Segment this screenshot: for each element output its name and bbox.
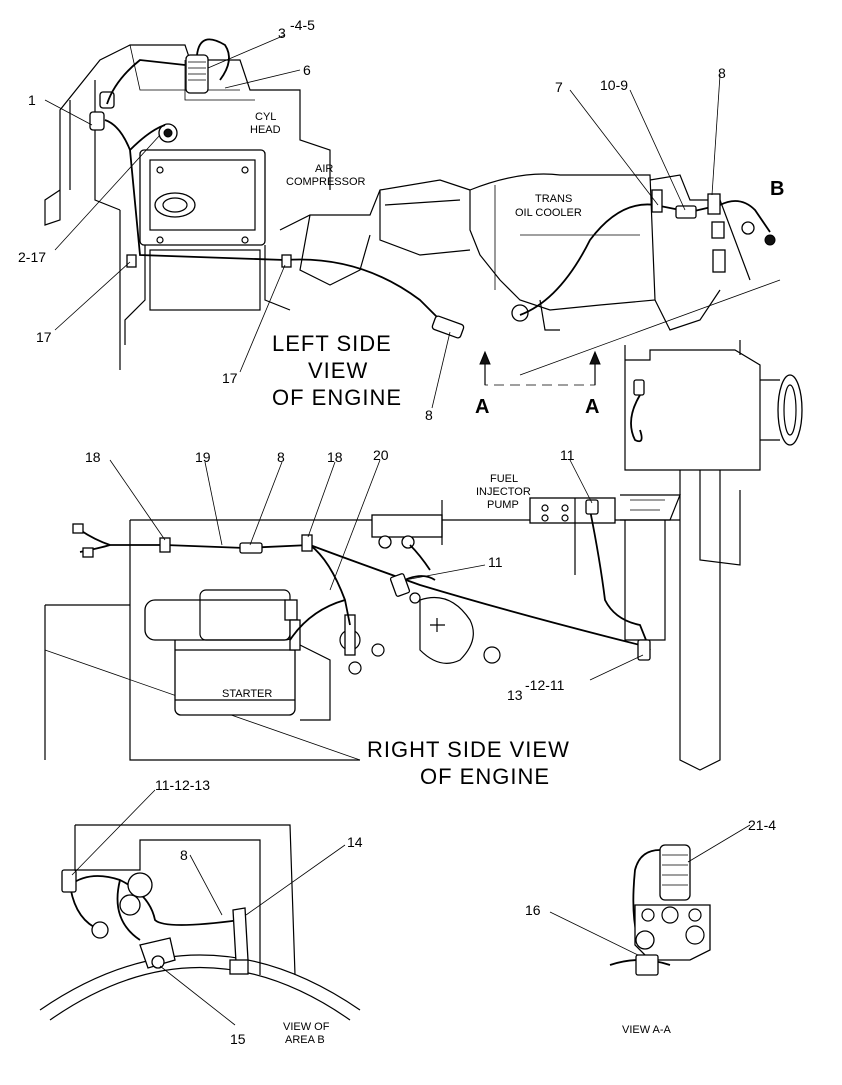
label-marker-b: B (770, 178, 784, 200)
callout-18-b: 18 (327, 449, 343, 465)
callout-11-b: 11 (488, 554, 503, 570)
right-side-view (44, 494, 681, 761)
callout-16: 16 (525, 902, 541, 918)
title-area-b-1: VIEW OF (283, 1021, 330, 1033)
label-head: HEAD (250, 124, 281, 136)
title-left-side-1: LEFT SIDE (272, 331, 392, 356)
connector-8-right (239, 542, 263, 554)
view-titles: LEFT SIDE VIEW OF ENGINE RIGHT SIDE VIEW… (272, 331, 672, 1046)
callout-3-suffix: -4-5 (290, 17, 315, 33)
label-starter: STARTER (222, 688, 272, 700)
view-area-b (39, 824, 361, 1021)
mag-pickup-14 (232, 907, 249, 963)
title-view-a-a: VIEW A-A (622, 1024, 672, 1036)
callout-18-a: 18 (85, 449, 101, 465)
sender-16 (635, 954, 659, 976)
callout-3: 3 (278, 25, 286, 41)
connector-left-end-a (72, 523, 84, 534)
callout-17-b: 17 (222, 370, 238, 386)
label-fuel: FUEL (490, 473, 518, 485)
leader-lines (44, 34, 751, 1026)
callout-numbers: 1 3 -4-5 6 2-17 17 17 8 7 10-9 8 18 19 8… (18, 17, 776, 1047)
left-side-view (44, 38, 781, 386)
callout-21-4: 21-4 (748, 817, 776, 833)
callout-8-a: 8 (425, 407, 433, 423)
bracket-15 (139, 937, 176, 969)
trans-oil-cooler (469, 173, 656, 311)
callout-7: 7 (555, 79, 563, 95)
callout-6: 6 (303, 62, 311, 78)
sensor-10-9 (675, 205, 697, 219)
label-air: AIR (315, 163, 333, 175)
callout-20: 20 (373, 447, 389, 463)
callout-13-suffix: -12-11 (525, 677, 565, 693)
sensor-13-12-11 (637, 639, 651, 661)
title-left-side-2: VIEW (308, 358, 368, 383)
callout-8-b: 8 (718, 65, 726, 81)
callout-11-a: 11 (560, 447, 575, 463)
callout-11-12-13: 11-12-13 (155, 777, 210, 793)
title-right-side-2: OF ENGINE (420, 764, 550, 789)
view-a-a (609, 844, 711, 976)
label-cyl: CYL (255, 111, 276, 123)
callout-13: 13 (507, 687, 523, 703)
callout-8-d: 8 (180, 847, 188, 863)
sensor-11-b (585, 499, 599, 515)
title-left-side-3: OF ENGINE (272, 385, 402, 410)
connector-8-left (431, 315, 465, 339)
switch-21-4 (659, 844, 691, 901)
clip-17-a (126, 254, 137, 268)
clip-18-b (301, 534, 313, 552)
label-injector: INJECTOR (476, 486, 531, 498)
harness-right (79, 529, 641, 646)
callout-15: 15 (230, 1031, 246, 1047)
callout-10-9: 10-9 (600, 77, 628, 93)
callout-1: 1 (28, 92, 36, 108)
callout-19: 19 (195, 449, 211, 465)
connector-left-end-b (82, 547, 94, 558)
sensor-1 (89, 111, 105, 131)
label-pump: PUMP (487, 499, 519, 511)
label-section-a-right: A (585, 396, 599, 418)
label-oil-cooler: OIL COOLER (515, 207, 582, 219)
harness-left (104, 59, 446, 326)
clip-18-a (159, 537, 171, 553)
callout-8-c: 8 (277, 449, 285, 465)
label-section-a-left: A (475, 396, 489, 418)
label-compressor: COMPRESSOR (286, 176, 366, 188)
title-right-side-1: RIGHT SIDE VIEW (367, 737, 570, 762)
callout-17-a: 17 (36, 329, 52, 345)
clip-17-b (281, 254, 292, 268)
title-area-b-2: AREA B (285, 1034, 325, 1046)
air-compressor (139, 149, 266, 246)
callout-14: 14 (347, 834, 363, 850)
label-trans: TRANS (535, 193, 572, 205)
callout-2-17: 2-17 (18, 249, 46, 265)
sensor-11-a (389, 573, 411, 597)
starter (174, 634, 296, 716)
front-components (624, 340, 803, 771)
component-labels: CYL HEAD AIR COMPRESSOR TRANS OIL COOLER… (222, 111, 784, 700)
section-line-a-a (484, 362, 596, 386)
